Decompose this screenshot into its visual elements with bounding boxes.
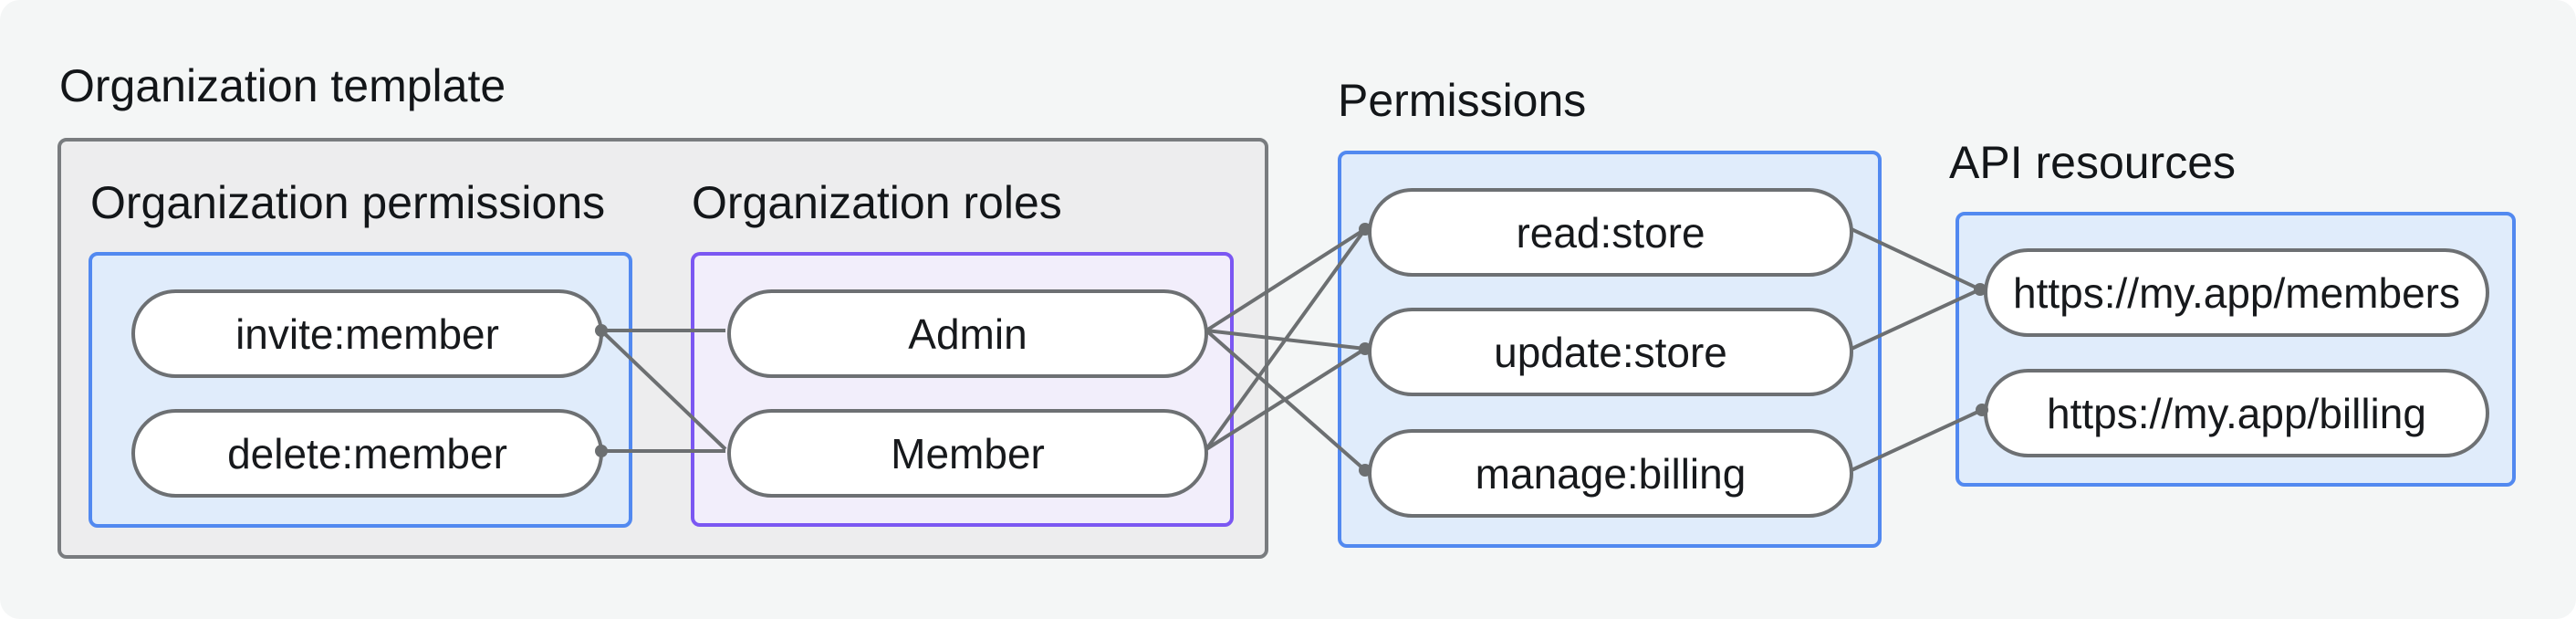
node-read-store: read:store — [1368, 188, 1853, 277]
node-api-billing: https://my.app/billing — [1984, 369, 2489, 457]
organization-roles-box: Admin Member — [691, 252, 1234, 527]
permissions-title: Permissions — [1338, 75, 1587, 126]
organization-permissions-box: invite:member delete:member — [89, 252, 632, 528]
node-manage-billing: manage:billing — [1368, 429, 1853, 518]
api-resources-box: https://my.app/members https://my.app/bi… — [1955, 212, 2516, 487]
node-member: Member — [727, 409, 1208, 498]
permissions-box: read:store update:store manage:billing — [1338, 151, 1882, 548]
node-delete-member: delete:member — [131, 409, 603, 498]
node-invite-member: invite:member — [131, 289, 603, 378]
node-admin: Admin — [727, 289, 1208, 378]
node-update-store: update:store — [1368, 308, 1853, 396]
node-api-members: https://my.app/members — [1984, 248, 2489, 337]
organization-roles-label: Organization roles — [692, 177, 1062, 228]
api-resources-title: API resources — [1949, 137, 2237, 188]
organization-template-box: Organization permissions Organization ro… — [57, 138, 1268, 559]
organization-permissions-label: Organization permissions — [90, 177, 606, 228]
organization-template-title: Organization template — [59, 60, 506, 111]
